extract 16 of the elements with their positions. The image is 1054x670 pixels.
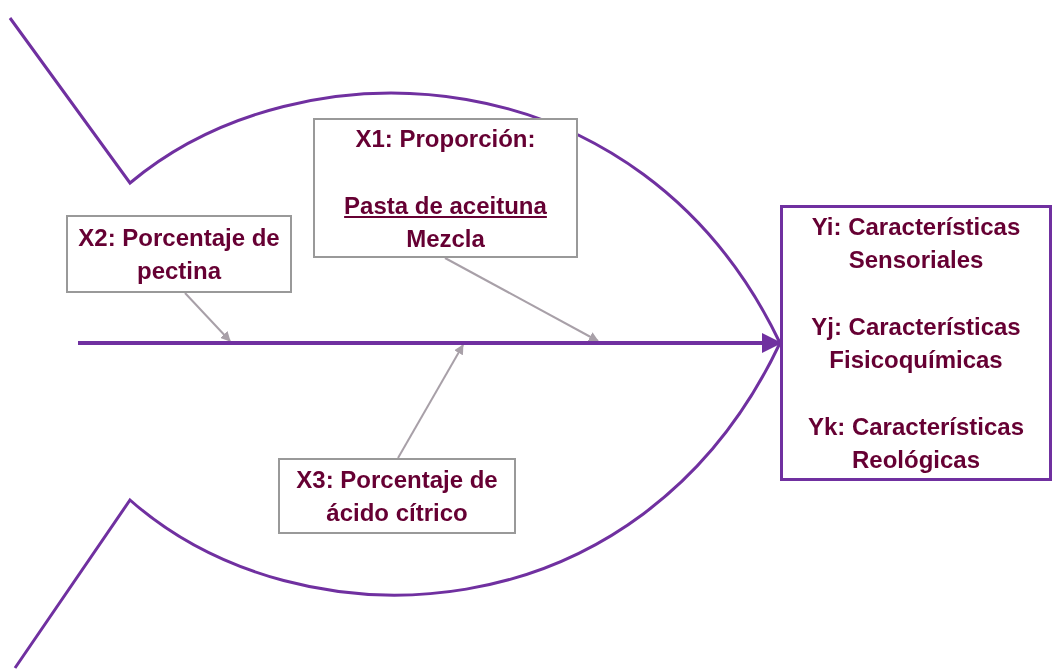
node-text: Yj: Características Fisicoquímicas xyxy=(810,312,1022,375)
node-text: Mezcla xyxy=(406,223,485,254)
node-text: X3: Porcentaje de ácido cítrico xyxy=(295,465,499,528)
cause-box xyxy=(66,215,292,293)
cause-box xyxy=(278,458,516,534)
effect-box xyxy=(780,205,1052,481)
arrow xyxy=(397,344,464,459)
cause-box xyxy=(313,118,578,258)
arrow xyxy=(184,292,231,342)
arrow xyxy=(444,257,599,342)
node-text: X1: Proporción: xyxy=(355,123,536,154)
node-text: X2: Porcentaje de pectina xyxy=(77,223,281,286)
arrow xyxy=(78,333,782,353)
node-text: Pasta de aceituna xyxy=(344,190,547,221)
node-text: Yk: Características Reológicas xyxy=(806,412,1026,475)
node-text: Yi: Características Sensoriales xyxy=(810,212,1022,275)
